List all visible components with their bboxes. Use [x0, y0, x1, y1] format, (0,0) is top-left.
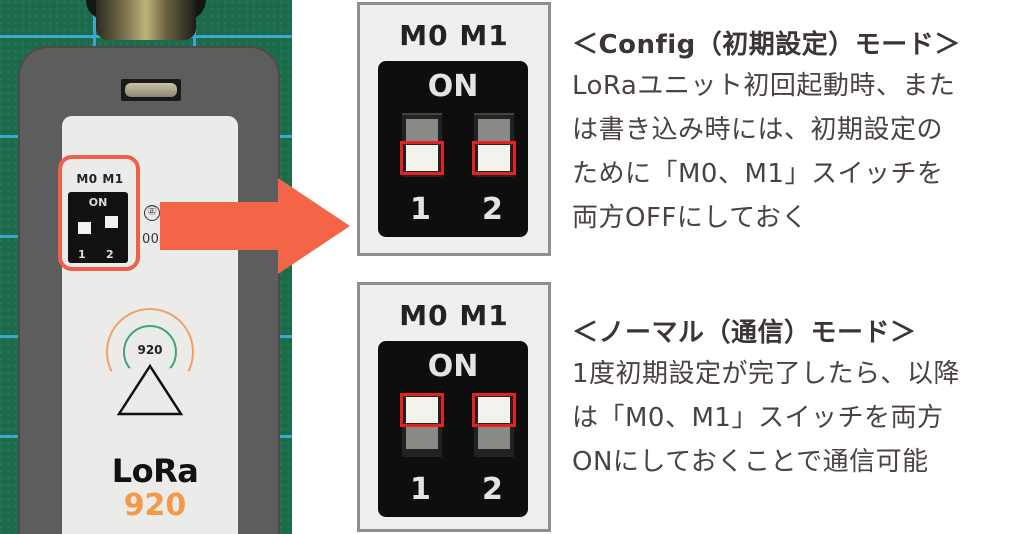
mini-switch-number-1: 1 — [78, 248, 86, 261]
switch-number-2: 2 — [482, 192, 503, 227]
dip-switch-body: ON 1 2 — [378, 61, 528, 237]
normal-mode-line: は「M0、M1」スイッチを両方 — [572, 403, 944, 433]
config-mode-line: は書き込み時には、初期設定の — [572, 115, 944, 145]
switch-track-highlight — [478, 427, 510, 449]
switch-knob-off — [406, 145, 438, 171]
switch-position-marker — [472, 141, 516, 175]
dip-on-label: ON — [427, 349, 479, 384]
normal-mode-description: ＜ノーマル（通信）モード＞ 1度初期設定が完了したら、以降 は「M0、M1」スイ… — [572, 314, 1024, 484]
config-mode-description: ＜Config（初期設定）モード＞ LoRaユニット初回起動時、また は書き込み… — [572, 26, 1024, 240]
switch-track-highlight — [478, 119, 510, 141]
logo-frequency: 920 — [137, 343, 163, 357]
config-mode-line: ために「M0、M1」スイッチを — [572, 159, 944, 189]
mini-switch-number-2: 2 — [106, 248, 114, 261]
normal-mode-line: ONにしておくことで通信可能 — [572, 447, 929, 477]
brand-name: LoRa — [111, 452, 199, 490]
switch-position-marker — [400, 393, 444, 427]
dip-switch-2 — [472, 393, 516, 457]
brand-frequency: 920 — [123, 488, 187, 523]
mini-switch-2 — [105, 216, 118, 228]
config-mode-line: LoRaユニット初回起動時、また — [572, 71, 956, 101]
config-mode-dip-closeup: M0 M1 ON 1 2 — [357, 2, 551, 256]
config-mode-line: 両方OFFにしておく — [572, 203, 808, 233]
logo-inner-ring-icon — [123, 325, 177, 369]
mini-dip-on-label: ON — [88, 196, 108, 209]
normal-mode-line: 1度初期設定が完了したら、以降 — [572, 359, 961, 389]
switch-track-highlight — [406, 427, 438, 449]
mini-dip-label: M0 M1 — [76, 172, 124, 186]
switch-knob-off — [478, 145, 510, 171]
switch-position-marker — [400, 141, 444, 175]
arrow-right-icon — [160, 178, 350, 274]
dip-label: M0 M1 — [399, 19, 509, 52]
switch-knob-on — [478, 397, 510, 423]
dip-switch-body: ON 1 2 — [378, 341, 528, 517]
led-window — [121, 79, 181, 101]
dip-switch-1 — [400, 393, 444, 457]
certification-mark-icon: ㊣ — [144, 205, 160, 221]
dip-switch-2 — [472, 113, 516, 177]
antenna-connector — [96, 0, 196, 40]
normal-mode-title: ＜ノーマル（通信）モード＞ — [572, 318, 917, 348]
config-mode-title: ＜Config（初期設定）モード＞ — [572, 30, 961, 60]
dip-switch-1 — [400, 113, 444, 177]
mini-switch-1 — [78, 222, 91, 234]
switch-position-marker — [472, 393, 516, 427]
antenna-triangle-icon — [116, 363, 184, 416]
dip-label: M0 M1 — [399, 299, 509, 332]
switch-knob-on — [406, 397, 438, 423]
normal-mode-dip-closeup: M0 M1 ON 1 2 — [357, 282, 551, 532]
device-photo: M0 M1 ON 1 2 ㊣ 001-P01730 920 LoRa 920 — [0, 0, 292, 534]
mini-dip-switch: ON 1 2 — [68, 192, 128, 263]
switch-number-1: 1 — [410, 192, 431, 227]
switch-number-1: 1 — [410, 472, 431, 507]
switch-number-2: 2 — [482, 472, 503, 507]
dip-on-label: ON — [427, 69, 479, 104]
switch-track-highlight — [406, 119, 438, 141]
